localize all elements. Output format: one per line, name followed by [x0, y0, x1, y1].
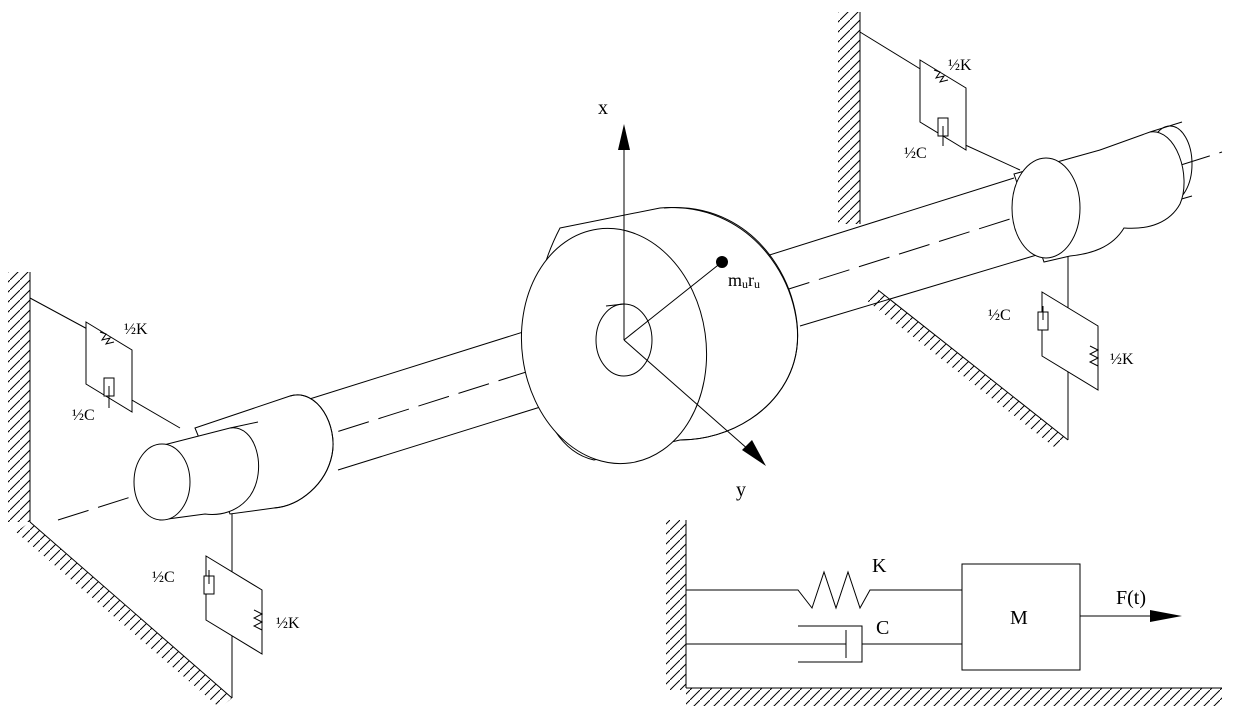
x-axis-label: x [598, 97, 608, 119]
right-bearing [1011, 131, 1185, 263]
left-wall-hatch [8, 272, 30, 522]
right-floor-hatch [866, 290, 1068, 450]
right-lower-spring-label: ½K [1110, 351, 1134, 368]
right-lower-plate [1041, 291, 1099, 391]
left-lower-spring-zigzag [252, 609, 264, 631]
left-lower-spring-damper: ½C ½K [152, 555, 300, 655]
x-axis-arrowhead [618, 124, 630, 150]
left-upper-spring-label: ½K [124, 321, 148, 338]
hub-top-edge [605, 303, 625, 307]
model-floor-hatch [686, 688, 1222, 706]
left-upper-damper-label: ½C [72, 407, 95, 424]
unbalance-mass-dot [716, 256, 728, 268]
model-spring-label: K [872, 555, 887, 577]
left-bearing [133, 394, 334, 521]
right-lower-damper-label: ½C [988, 307, 1011, 324]
right-lower-spring-damper: ½C ½K [988, 291, 1134, 391]
model-wall-hatch [666, 520, 686, 690]
unbalance-label: muru [728, 270, 760, 291]
right-upper-spring-zigzag [933, 69, 949, 83]
left-bearing-rim [273, 394, 334, 509]
left-floor-hatch [16, 522, 232, 708]
lumped-model: K C M F(t) [666, 520, 1222, 706]
model-damper-label: C [876, 617, 889, 639]
right-lower-spring-zigzag [1088, 345, 1100, 367]
left-upper-spring-zigzag [99, 331, 115, 345]
right-upper-damper-label: ½C [904, 145, 927, 162]
left-upper-spring-damper: ½K ½C [72, 321, 148, 424]
model-force-arrowhead [1150, 610, 1182, 622]
model-force-label: F(t) [1116, 587, 1146, 609]
right-support-frame [838, 12, 1069, 450]
left-bearing-edge [229, 421, 259, 429]
model-mass-box [961, 563, 1081, 671]
right-wall-hatch [838, 12, 860, 224]
y-axis-line [623, 339, 759, 459]
left-lower-damper-label: ½C [152, 569, 175, 586]
right-shaft-collar [1099, 131, 1185, 229]
right-upper-spring-label: ½K [948, 57, 972, 74]
left-shaft-end [133, 443, 191, 521]
shaft-right-top-edge [759, 177, 1015, 259]
y-axis-label: y [736, 479, 746, 501]
coordinate-axes: x y muru [598, 97, 766, 501]
right-floor-edge [877, 289, 1069, 441]
left-floor-edge [29, 521, 233, 699]
y-axis-arrowhead [742, 440, 766, 466]
right-bearing-end [1011, 157, 1081, 259]
rotor-disk [520, 207, 799, 465]
shaft-right-bottom-edge [799, 247, 1061, 327]
right-upper-plate [919, 59, 967, 151]
left-lower-spring-label: ½K [276, 615, 300, 632]
left-upper-plate [85, 321, 133, 413]
model-mass-label: M [1010, 607, 1028, 629]
unbalance-radius-line [623, 261, 723, 341]
model-spring [686, 570, 962, 610]
left-lower-plate [205, 555, 263, 655]
right-upper-spring-damper: ½K ½C [904, 57, 972, 162]
disk-rim [663, 207, 799, 441]
